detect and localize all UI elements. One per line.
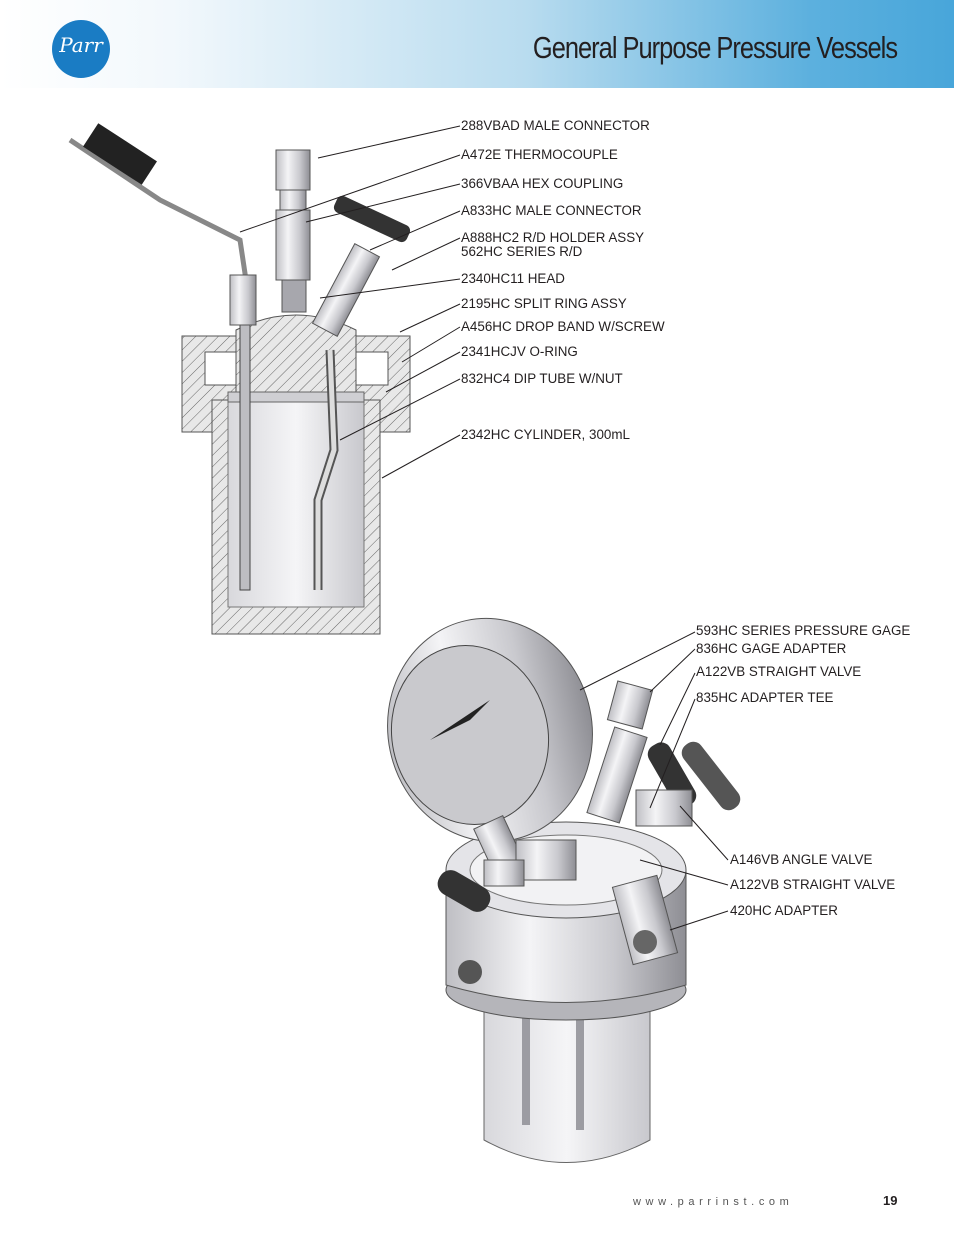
callout-2340hc11: 2340HC11 HEAD (461, 271, 565, 286)
bottom-leader-lines (579, 631, 729, 931)
page-number: 19 (883, 1193, 898, 1208)
cross-section-vessel (68, 123, 411, 635)
callout-2195hc: 2195HC SPLIT RING ASSY (461, 296, 627, 311)
assembled-vessel (387, 617, 741, 1163)
page-header: Parr General Purpose Pressure Vessels (0, 0, 954, 88)
parr-logo: Parr (52, 20, 110, 78)
callout-a833hc: A833HC MALE CONNECTOR (461, 203, 642, 218)
top-leader-lines (239, 125, 461, 479)
callout-836hc: 836HC GAGE ADAPTER (696, 641, 847, 656)
callout-288vbad: 288VBAD MALE CONNECTOR (461, 118, 650, 133)
callout-593hc: 593HC SERIES PRESSURE GAGE (696, 623, 911, 638)
logo-text: Parr (59, 33, 103, 57)
callout-2341hcjv: 2341HCJV O-RING (461, 344, 578, 359)
callout-a146vb: A146VB ANGLE VALVE (730, 852, 873, 867)
callout-835hc: 835HC ADAPTER TEE (696, 690, 834, 705)
callout-420hc: 420HC ADAPTER (730, 903, 838, 918)
footer-url[interactable]: www.parrinst.com (633, 1196, 794, 1208)
callout-a888hc2: A888HC2 R/D HOLDER ASSY (461, 230, 645, 245)
callout-a122vb-upper: A122VB STRAIGHT VALVE (696, 664, 862, 679)
callout-a456hc: A456HC DROP BAND W/SCREW (461, 319, 665, 334)
callout-2342hc: 2342HC CYLINDER, 300mL (461, 427, 630, 442)
callout-a472e: A472E THERMOCOUPLE (461, 147, 618, 162)
callout-a122vb-lower: A122VB STRAIGHT VALVE (730, 877, 896, 892)
callout-832hc4: 832HC4 DIP TUBE W/NUT (461, 371, 623, 386)
callout-366vbaa: 366VBAA HEX COUPLING (461, 176, 624, 191)
page-title: General Purpose Pressure Vessels (532, 30, 898, 65)
callout-562hc: 562HC SERIES R/D (461, 244, 583, 259)
